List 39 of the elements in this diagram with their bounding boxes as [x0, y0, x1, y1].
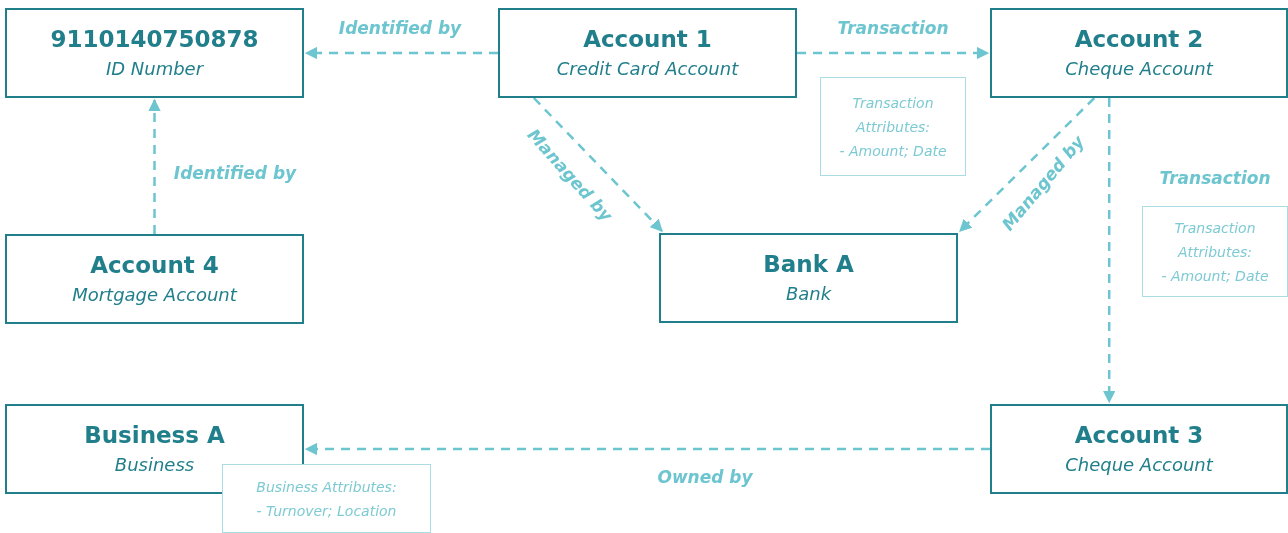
entity-box [990, 404, 1288, 494]
attribute-list: - Turnover; Location [256, 498, 397, 523]
entity-name: Account 2 [1074, 25, 1204, 54]
arrow [959, 97, 1096, 232]
arrow [148, 98, 161, 234]
entity-name: Account 1 [583, 25, 712, 54]
attribute-heading: Business Attributes: [256, 477, 397, 497]
entity-type: Mortgage Account [72, 283, 237, 307]
entity-name: 9110140750878 [50, 25, 259, 54]
attribute-heading: Transaction Attributes: [851, 93, 935, 137]
entity-type: Business [114, 453, 195, 477]
entity-type: Bank [785, 282, 832, 306]
entity-type: ID Number [105, 57, 204, 81]
edge-label: Identified by [336, 18, 464, 38]
entity-type: Cheque Account [1065, 453, 1213, 477]
attribute-box [820, 77, 966, 176]
edge-label: Owned by [655, 467, 755, 487]
entity-name: Account 4 [90, 251, 219, 280]
arrow [797, 46, 990, 60]
attribute-list: - Amount; Date [1161, 263, 1269, 288]
entity-type: Cheque Account [1065, 57, 1213, 81]
edge-label: Identified by [171, 163, 299, 183]
entity-box [990, 8, 1288, 98]
attribute-heading: Transaction Attributes: [1173, 218, 1257, 262]
entity-type: Credit Card Account [556, 57, 739, 81]
arrow [304, 46, 498, 60]
entity-box [498, 8, 797, 98]
arrow [532, 97, 663, 232]
entity-box [5, 8, 304, 98]
attribute-list: - Amount; Date [839, 138, 947, 163]
entity-name: Bank A [763, 250, 854, 279]
arrow [304, 442, 990, 456]
entity-box [5, 234, 304, 324]
entity-box [659, 233, 958, 323]
attribute-box [1142, 206, 1288, 297]
entity-name: Business A [84, 421, 225, 450]
entity-name: Account 3 [1074, 421, 1204, 450]
attribute-box [222, 464, 431, 533]
arrow [1102, 98, 1116, 404]
